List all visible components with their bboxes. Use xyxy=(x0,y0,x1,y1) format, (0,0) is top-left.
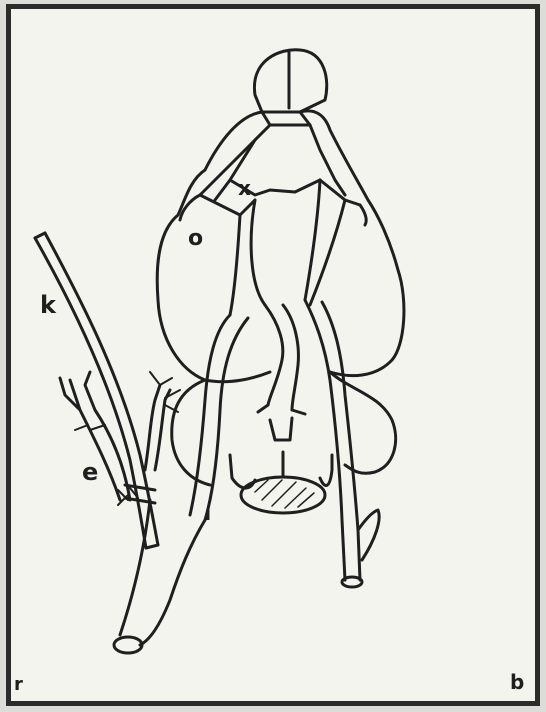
corner-mark-right: b xyxy=(510,672,524,692)
top-lobe-outline xyxy=(254,50,326,112)
label-k: k xyxy=(40,293,56,317)
label-roman-one: I xyxy=(205,507,211,523)
corner-mark-left: r xyxy=(14,676,23,694)
vessel-net-6 xyxy=(320,180,360,205)
right-vessel-branch xyxy=(358,510,379,560)
label-e: e xyxy=(82,460,98,484)
vessel-e xyxy=(60,372,170,500)
right-vessel-end xyxy=(342,577,362,587)
lower-chamber-hatch xyxy=(255,480,314,508)
bottom-trunk xyxy=(120,500,205,645)
center-branch xyxy=(258,405,305,440)
bottom-trunk-end xyxy=(114,637,142,653)
label-o: o xyxy=(188,228,203,250)
vessel-net-4 xyxy=(215,140,320,200)
left-vessel xyxy=(190,315,248,520)
lower-right-lobe xyxy=(330,372,396,473)
center-vessel xyxy=(265,305,298,410)
label-x: x xyxy=(238,178,251,198)
vessel-net-8 xyxy=(305,180,345,305)
vessel-k-bottom-cap xyxy=(146,545,158,548)
vessel-k-top-cap xyxy=(35,233,45,238)
vessel-net-7 xyxy=(230,200,265,315)
right-vessel xyxy=(305,300,360,580)
